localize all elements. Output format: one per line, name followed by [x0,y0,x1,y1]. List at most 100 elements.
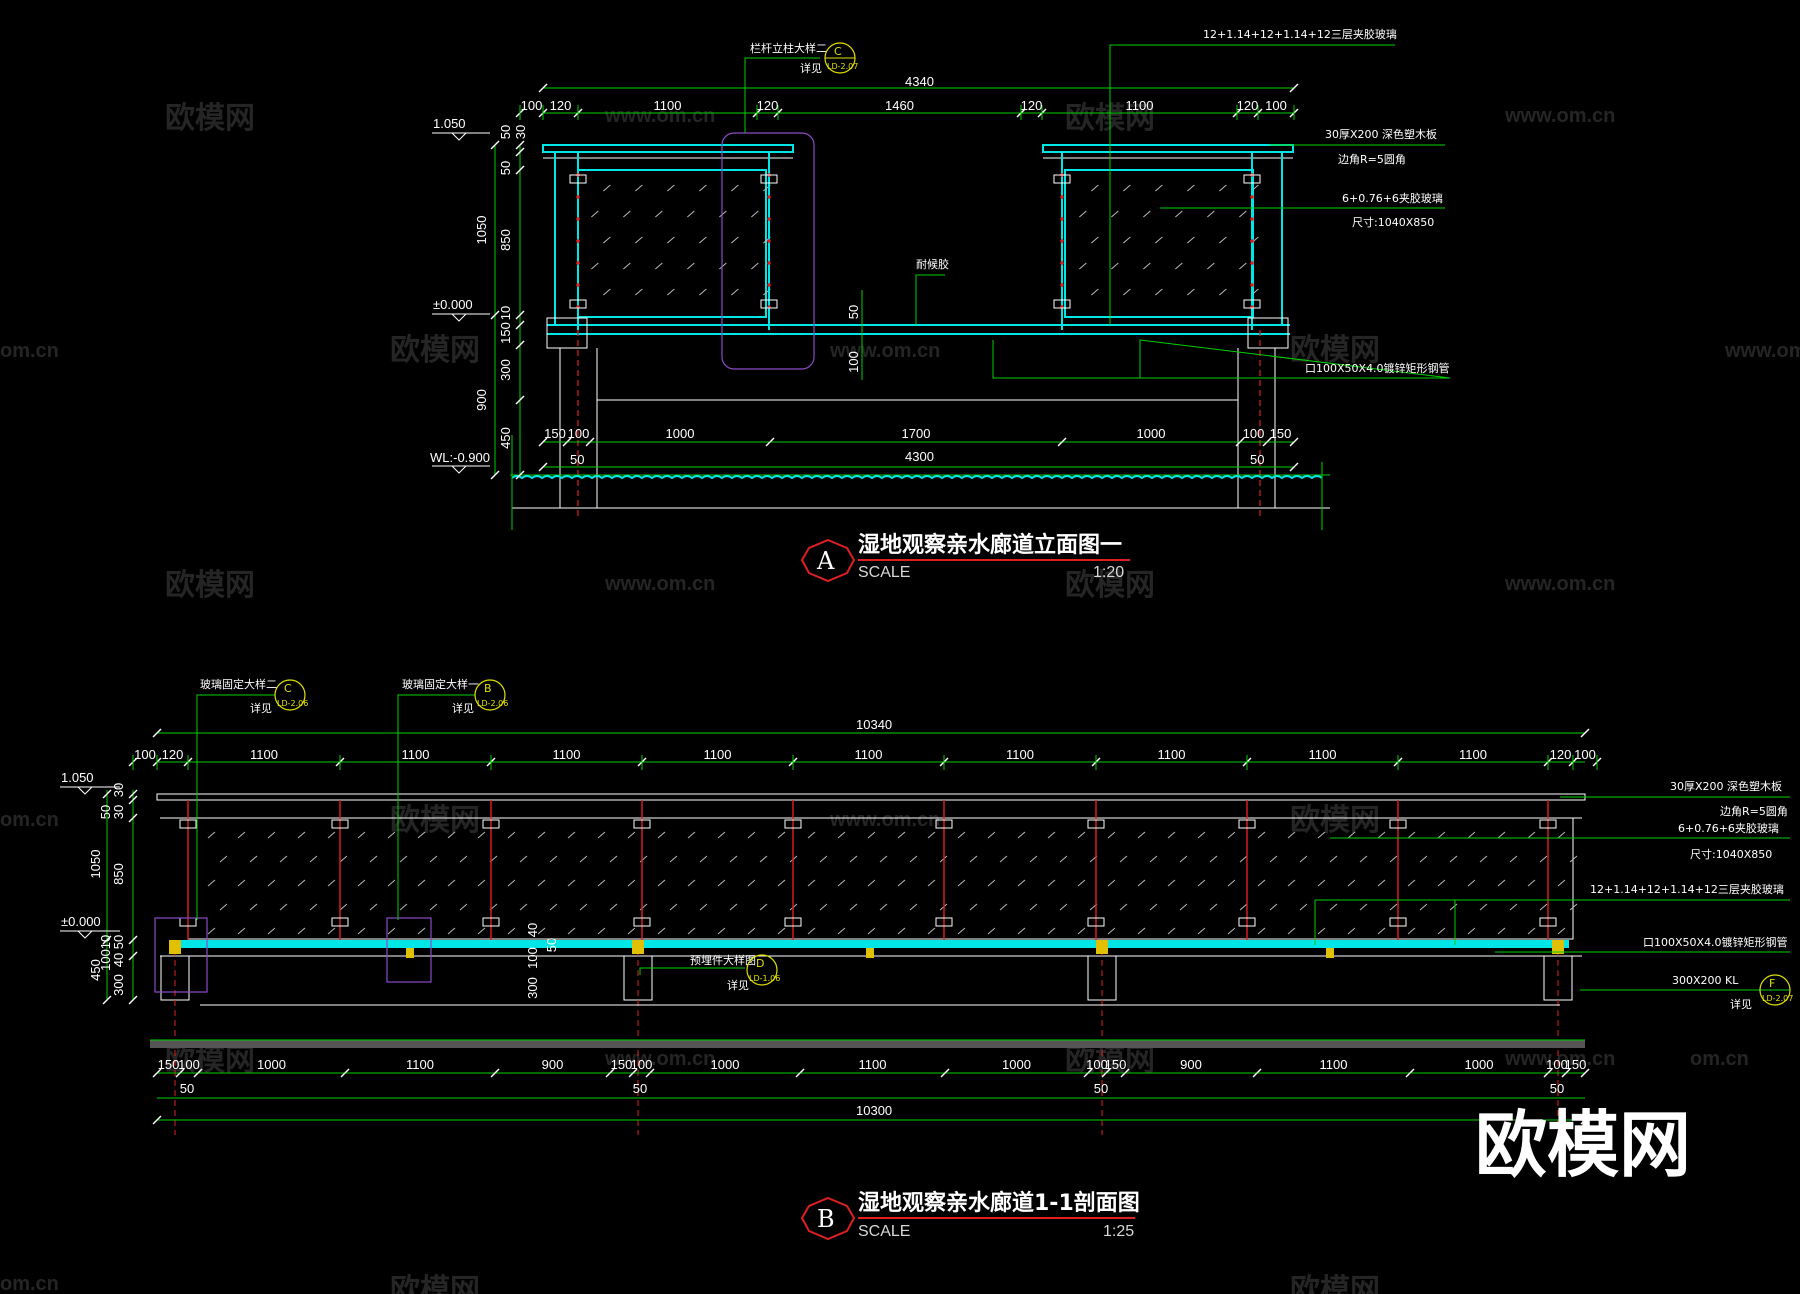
dim-tick [538,83,548,93]
bolt [1250,239,1254,243]
hatch-stroke [969,903,978,911]
hatch-stroke [237,927,246,935]
hatch-stroke [219,903,228,911]
dim-tick [128,795,138,805]
hatch-stroke [1047,879,1056,887]
dim-tick [1289,462,1299,472]
dim-label: 1460 [885,98,914,113]
hatch-stroke [1209,855,1218,863]
hatch-stroke [1257,879,1266,887]
bolt [1250,217,1254,221]
hatch-stroke [507,831,516,839]
hatch-stroke [1449,903,1458,911]
dim-label: 150 [158,1057,180,1072]
hatch-stroke [1111,210,1119,218]
hatch-stroke [657,927,666,935]
hatch-stroke [837,927,846,935]
watermark-url: www.om.cn [829,340,940,362]
beam-end [1247,317,1289,349]
bolt [767,239,771,243]
annotations: 30厚X200 深色塑木板 边角R=5圆角 6+0.76+6夹胶玻璃 尺寸:10… [196,677,1793,1011]
overall-bottom-label: 4300 [905,449,934,464]
overall-dim-label: 4340 [905,74,934,89]
clamp [935,917,953,927]
bolt [1250,283,1254,287]
clamp [784,819,802,829]
hatch-stroke [879,855,888,863]
hatch-stroke [1467,879,1476,887]
hatch-stroke [1167,927,1176,935]
hatch-stroke [1155,184,1163,192]
dim-tick [128,951,138,961]
hatch-stroke [1509,855,1518,863]
dim-label: 100 [525,947,540,969]
clamp [1238,917,1256,927]
hatch-stroke [1219,288,1227,296]
dim-label: 40 [525,923,540,937]
hatch-stroke [759,903,768,911]
posts [179,800,1557,940]
hatch-stroke [1569,855,1578,863]
dim-label: 1100 [704,747,732,762]
dim-tick [490,1068,500,1078]
title-marker [800,538,856,583]
hatch-stroke [387,927,396,935]
hatch-stroke [687,831,696,839]
steel-tube-deck [176,940,1569,948]
dim-tick [515,340,525,350]
dim-label: 1050 [474,216,489,245]
watermark-url: www.om.cn [1504,105,1615,127]
hatch-stroke [1239,903,1248,911]
hatch-stroke [747,879,756,887]
scale-value: 1:25 [1103,1223,1134,1240]
hatch-stroke [327,879,336,887]
hatch-stroke [387,831,396,839]
hatch-stroke [927,879,936,887]
detail-ref-circle [474,679,506,711]
dim-label: 120 [1237,98,1259,113]
hatch-stroke [1419,903,1428,911]
dim-label: 120 [1021,98,1043,113]
hatch-stroke [699,903,708,911]
bolt [1060,217,1064,221]
hatch-stroke [1029,855,1038,863]
note-see: 详见 [1730,997,1752,1011]
hatch-stroke [1359,855,1368,863]
hatch-stroke [1123,288,1131,296]
hatch-stroke [477,927,486,935]
clamp [1053,174,1071,184]
hatch-stroke [279,855,288,863]
hatch-stroke [667,184,675,192]
clamp [1389,819,1407,829]
hatch-stroke [429,855,438,863]
hatch-stroke [207,831,216,839]
hatch-stroke [1437,927,1446,935]
dim-label: 300 [525,977,540,999]
hatch-stroke [1197,927,1206,935]
hatch-stroke [567,879,576,887]
hatch-stroke [369,903,378,911]
dim-label: 1000 [257,1057,286,1072]
hatch-stroke [1017,927,1026,935]
hatch-stroke [603,288,611,296]
hatch-stroke [339,855,348,863]
hatch-stroke [279,903,288,911]
dim-label: 50 [1250,452,1264,467]
hatch-stroke [1079,262,1087,270]
hatch-stroke [849,855,858,863]
dim-tick [1235,437,1245,447]
level-label: 1.050 [61,770,94,785]
hatch-stroke [719,262,727,270]
dim-label: 100 [98,949,113,971]
dim-tick [628,1068,638,1078]
dim-tick [645,1068,655,1078]
hatch-stroke [1167,879,1176,887]
hatch-stroke [699,288,707,296]
watermark-text: 欧模网 [1290,1273,1380,1294]
dim-tick [515,140,525,150]
hatch-stroke [655,210,663,218]
hatch-stroke [667,236,675,244]
dim-tick [1543,1068,1553,1078]
level-label: WL:-0.900 [430,450,490,465]
hatch-stroke [635,184,643,192]
